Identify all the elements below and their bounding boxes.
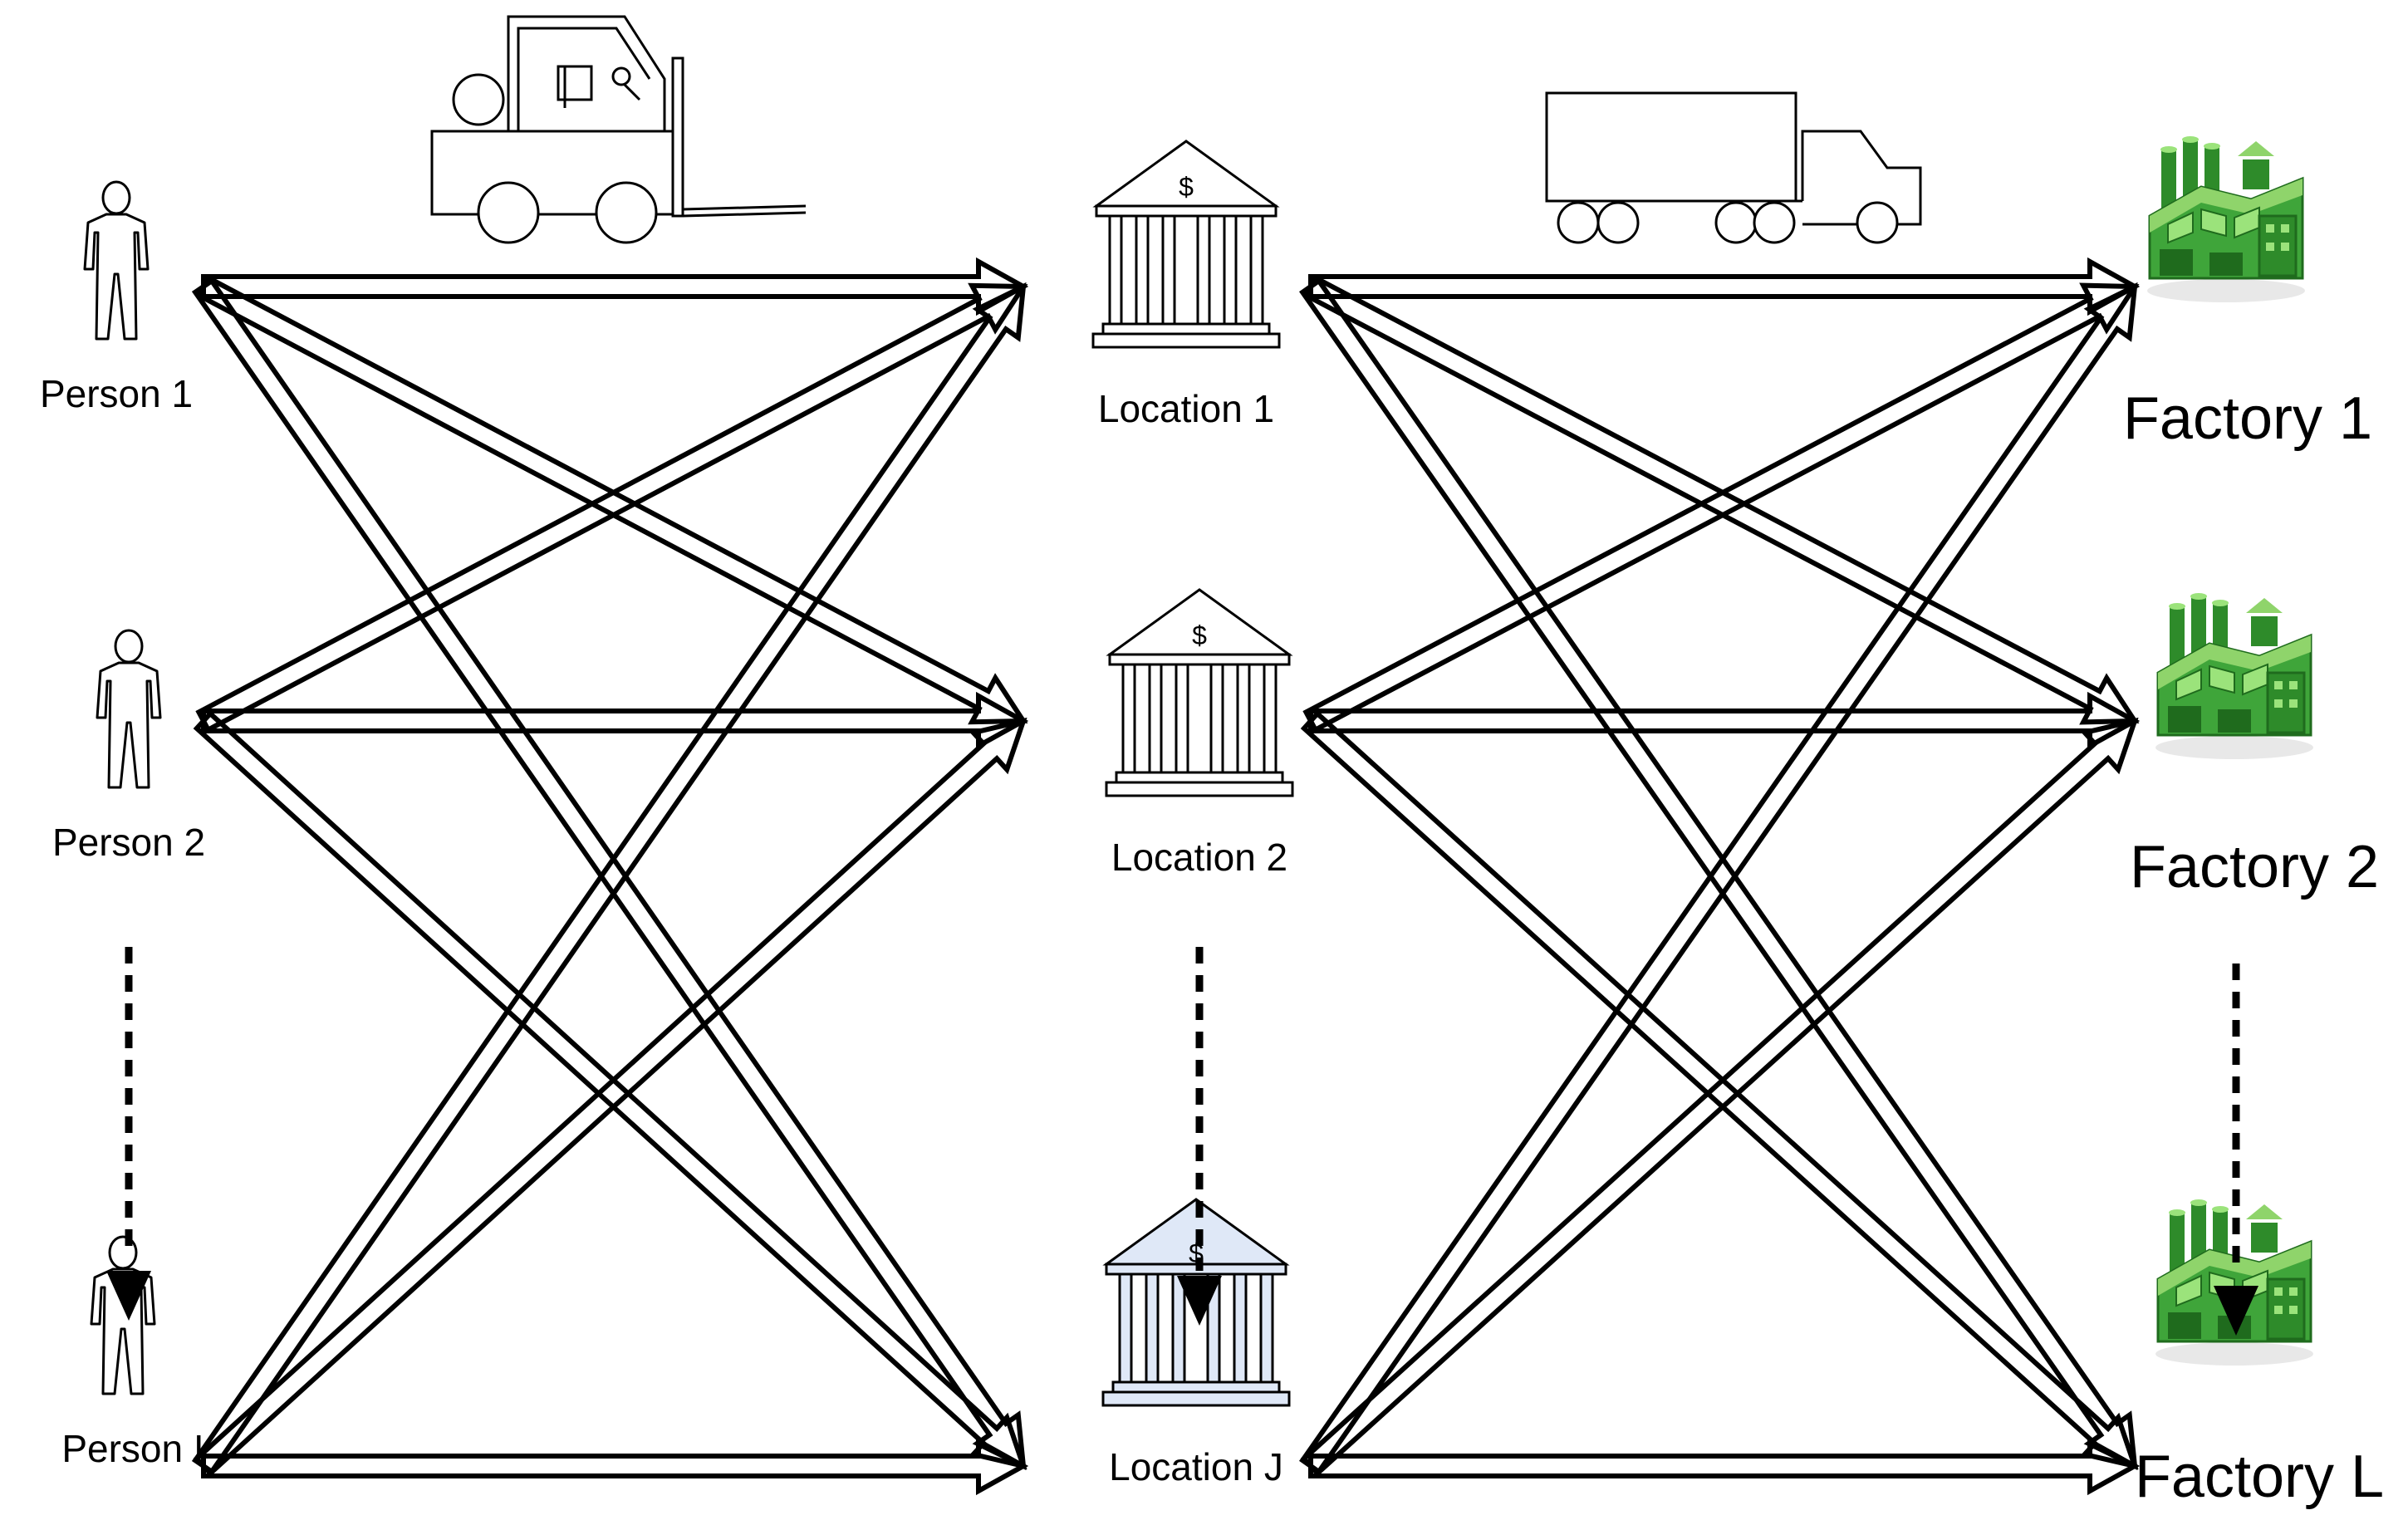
location-label: Location 2 (1111, 836, 1287, 879)
factory-node-1: Factory 1 (2123, 135, 2372, 452)
arrow-person-1-to-location-1 (201, 257, 1029, 316)
location-node-1: $ Location 1 (1091, 140, 1281, 430)
arrow-person-2-to-location-1 (195, 282, 1028, 733)
arrow-location-1-to-factory-2 (1302, 274, 2140, 725)
person-node-1: Person 1 (40, 180, 193, 415)
ellipsis-arrow-persons (106, 947, 151, 1321)
arrow-location-2-to-factory-1 (1302, 282, 2140, 733)
factory-icon (2146, 135, 2307, 304)
person-label: Person 2 (52, 821, 205, 864)
factory-icon (2154, 591, 2315, 761)
factory-label: Factory 2 (2130, 834, 2379, 900)
arrow-person-2-to-location-2 (201, 691, 1029, 751)
location-label: Location J (1109, 1445, 1283, 1488)
arrow-person-1-to-location-j (191, 277, 1027, 1471)
arrow-location-j-to-factory-l (1308, 1436, 2141, 1496)
arrow-location-j-to-factory-2 (1300, 717, 2139, 1478)
arrow-person-i-to-location-1 (191, 282, 1027, 1475)
factory-label: Factory 1 (2123, 385, 2372, 452)
person-label: Person I (61, 1427, 204, 1470)
person-node-i: Person I (61, 1235, 204, 1470)
arrow-location-1-to-factory-l (1299, 277, 2138, 1471)
person-icon (83, 180, 150, 341)
location-node-j: $ Location J (1101, 1198, 1291, 1488)
arrow-location-j-to-factory-1 (1299, 282, 2138, 1476)
bank-dollar-sign: $ (1192, 620, 1207, 650)
person-label: Person 1 (40, 372, 193, 415)
factory-node-2: Factory 2 (2130, 591, 2379, 900)
arrow-person-i-to-location-2 (193, 717, 1027, 1478)
arrow-location-2-to-factory-2 (1308, 691, 2141, 751)
arrow-location-2-to-factory-l (1300, 709, 2139, 1470)
ellipsis-arrow-factories (2214, 963, 2258, 1336)
arrow-person-i-to-location-j (201, 1436, 1029, 1496)
factory-node-l: Factory L (2135, 1198, 2384, 1510)
forklift-icon (430, 15, 807, 244)
person-icon (96, 629, 162, 789)
arrow-person-2-to-location-j (193, 709, 1027, 1470)
bank-dollar-sign: $ (1179, 172, 1194, 202)
arrow-person-1-to-location-2 (195, 274, 1028, 725)
factory-label: Factory L (2135, 1444, 2384, 1510)
person-icon (90, 1235, 156, 1395)
person-node-2: Person 2 (52, 629, 205, 864)
location-node-2: $ Location 2 (1105, 588, 1294, 879)
location-label: Location 1 (1098, 387, 1274, 430)
ellipsis-arrow-locations (1177, 947, 1222, 1326)
flow-arrows (191, 257, 2141, 1496)
arrow-location-1-to-factory-1 (1308, 257, 2141, 316)
truck-icon (1545, 91, 1922, 244)
